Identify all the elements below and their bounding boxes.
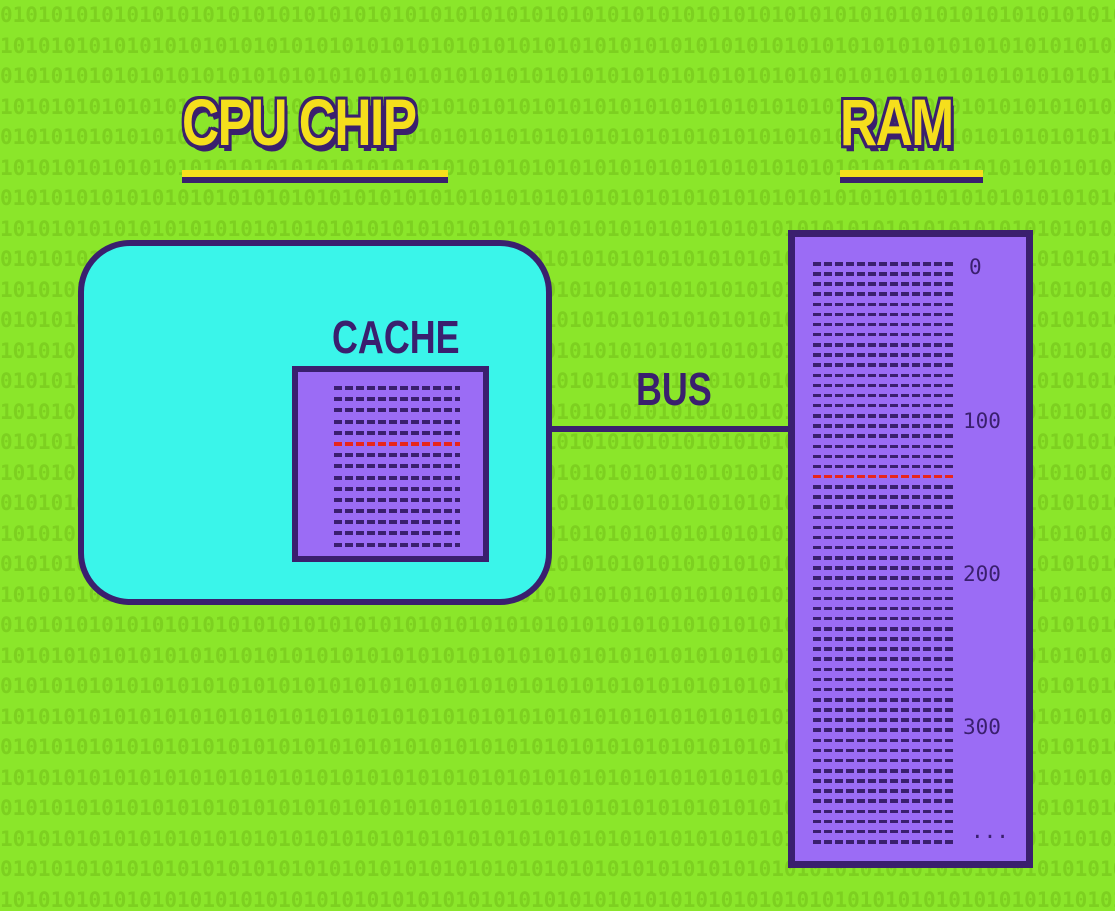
ram-row xyxy=(813,403,953,408)
ram-row xyxy=(813,647,953,651)
cache-row xyxy=(334,464,460,469)
ram-row xyxy=(813,829,953,834)
ram-row xyxy=(813,414,953,418)
ram-row xyxy=(813,779,953,783)
cache-label: CACHE xyxy=(332,311,460,363)
ram-title-underline xyxy=(840,170,983,183)
cache-row xyxy=(334,497,460,502)
ram-row xyxy=(813,332,953,337)
ram-row xyxy=(813,738,953,743)
cache-row xyxy=(334,475,460,480)
cache-row xyxy=(334,486,460,491)
ram-row xyxy=(813,799,953,803)
ram-row xyxy=(813,606,953,611)
ram-row xyxy=(813,657,953,661)
ram-row xyxy=(813,748,953,753)
ram-row-highlighted xyxy=(813,474,953,479)
ram-row xyxy=(813,556,953,560)
cache-row xyxy=(334,397,460,402)
bus-label: BUS xyxy=(636,363,712,415)
ram-row xyxy=(813,698,953,702)
ram-address-300: 300 xyxy=(963,715,1001,739)
ram-row xyxy=(813,464,953,469)
ram-row xyxy=(813,353,953,357)
binary-pattern-row: 0101010101010101010101010101010101010101… xyxy=(0,186,1115,210)
ram-row xyxy=(813,596,953,601)
cpu-chip-title: CPU CHIP xyxy=(182,85,417,159)
ram-address-0: 0 xyxy=(969,255,982,279)
ram-row xyxy=(813,262,953,266)
ram-row xyxy=(813,454,953,459)
ram-row xyxy=(813,545,953,550)
ram-row xyxy=(813,424,953,428)
ram-row xyxy=(813,566,953,570)
cache-row xyxy=(334,419,460,424)
binary-pattern-row: 0101010101010101010101010101010101010101… xyxy=(0,3,1115,27)
binary-pattern-row: 1010101010101010101010101010101010101010… xyxy=(0,887,1115,911)
cache-row xyxy=(334,531,460,536)
ram-row xyxy=(813,343,953,347)
ram-row xyxy=(813,728,953,732)
ram-row xyxy=(813,758,953,763)
ram-row xyxy=(813,819,953,824)
ram-row xyxy=(813,687,953,692)
ram-row xyxy=(813,769,953,773)
ram-row xyxy=(813,282,953,286)
cache-row-highlighted xyxy=(334,441,460,446)
ram-row xyxy=(813,495,953,499)
ram-row xyxy=(813,525,953,530)
cache-row xyxy=(334,542,460,547)
ram-row xyxy=(813,789,953,793)
ram-row xyxy=(813,627,953,631)
cache-row xyxy=(334,386,460,390)
ram-row xyxy=(813,637,953,641)
cache-row xyxy=(334,509,460,514)
ram-row xyxy=(813,535,953,540)
ram-row xyxy=(813,616,953,621)
cache-block xyxy=(292,366,489,562)
ram-row xyxy=(813,292,953,296)
ram-address-200: 200 xyxy=(963,562,1001,586)
ram-row xyxy=(813,840,953,844)
ram-row xyxy=(813,485,953,489)
ram-row xyxy=(813,373,953,378)
ram-row xyxy=(813,302,953,307)
cache-row xyxy=(334,408,460,413)
ram-row xyxy=(813,708,953,712)
ram-row xyxy=(813,272,953,276)
ram-row xyxy=(813,515,953,520)
ram-row xyxy=(813,312,953,317)
ram-memory-rows xyxy=(813,262,953,850)
ram-row xyxy=(813,444,953,449)
ram-address-more: ... xyxy=(971,819,1009,843)
ram-row xyxy=(813,667,953,672)
ram-row xyxy=(813,576,953,580)
ram-row xyxy=(813,586,953,590)
ram-row xyxy=(813,434,953,438)
bus-connection-line xyxy=(552,426,792,432)
ram-row xyxy=(813,677,953,682)
ram-row xyxy=(813,322,953,327)
cache-row xyxy=(334,520,460,525)
cache-row xyxy=(334,430,460,435)
ram-row xyxy=(813,383,953,388)
cpu-chip-title-underline xyxy=(182,170,448,183)
ram-block: 0 100 200 300 ... xyxy=(788,230,1033,868)
cache-memory-rows xyxy=(334,386,460,554)
ram-row xyxy=(813,718,953,722)
ram-row xyxy=(813,363,953,367)
ram-row xyxy=(813,505,953,509)
ram-address-100: 100 xyxy=(963,409,1001,433)
ram-row xyxy=(813,809,953,814)
binary-pattern-row: 1010101010101010101010101010101010101010… xyxy=(0,33,1115,58)
ram-title: RAM xyxy=(840,85,954,159)
cache-row xyxy=(334,453,460,458)
ram-row xyxy=(813,393,953,398)
